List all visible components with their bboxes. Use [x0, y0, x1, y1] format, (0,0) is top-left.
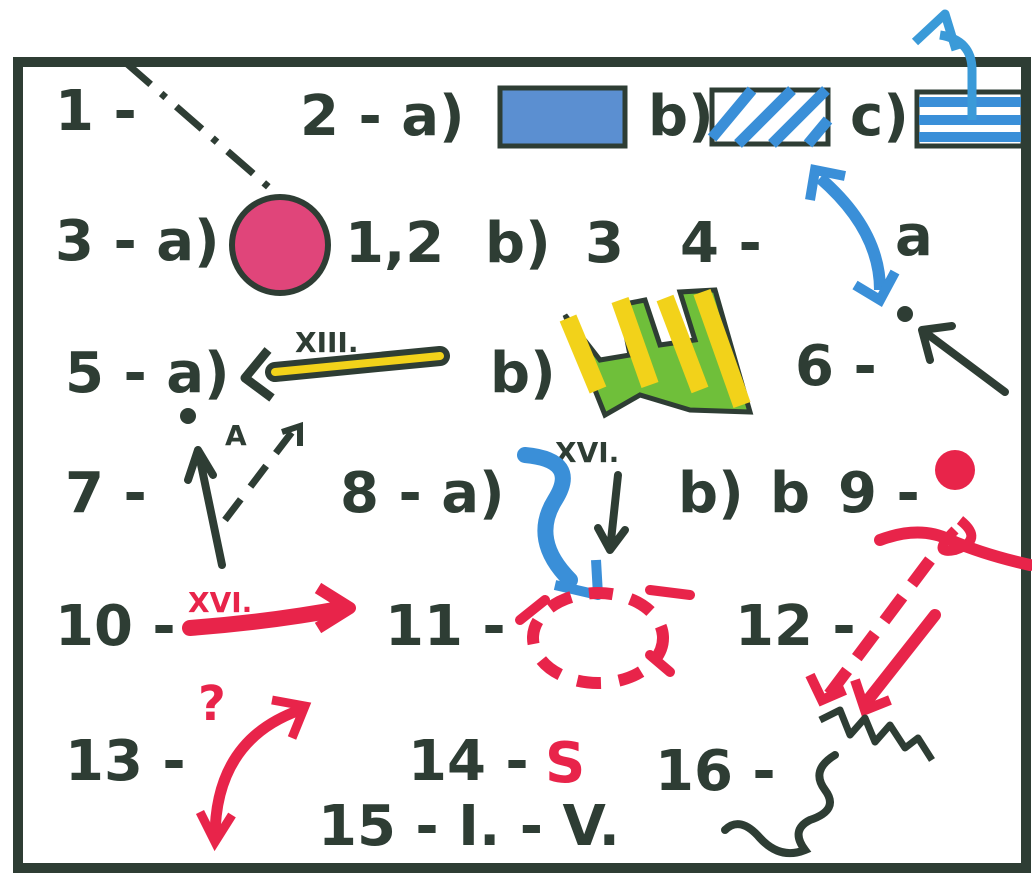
label-8b: b): [678, 461, 744, 526]
red-arrow-diagonal: [868, 615, 935, 700]
label-2b: b): [648, 84, 714, 149]
label-4: 4 -: [680, 211, 762, 276]
label-3b: b): [485, 211, 551, 276]
label-3b-value: 3: [585, 211, 624, 276]
hatched-blue-area-symbol: [712, 90, 828, 144]
blue-wavy-arrow: [525, 455, 570, 580]
red-dashed-encirclement: [533, 593, 663, 683]
pointer-arrow-6: [922, 326, 1005, 392]
label-6: 6 -: [795, 334, 877, 399]
point-dot-7: [180, 408, 196, 424]
label-2c: c): [850, 84, 909, 149]
blue-curved-arrow-head: [915, 14, 956, 50]
label-7-letter: A: [225, 419, 247, 452]
red-circle-symbol: [232, 197, 328, 293]
label-5a: 5 - a): [65, 341, 230, 406]
solid-blue-area-symbol: [500, 88, 625, 146]
point-dot-6: [897, 306, 913, 322]
label-15: 15 - I. - V.: [318, 794, 620, 859]
label-5b: b): [490, 341, 556, 406]
label-8a: 8 - a): [340, 461, 505, 526]
label-7: 7 -: [65, 461, 147, 526]
yellow-green-striped-symbol: [565, 290, 750, 415]
dash-dot-line-symbol: [125, 62, 272, 190]
label-2a: 2 - a): [300, 84, 465, 149]
down-arrow-8: [598, 475, 625, 550]
label-13: 13 -: [65, 729, 186, 794]
label-8b-value: b: [770, 461, 810, 526]
yellow-arrow-symbol: [245, 350, 440, 398]
blue-double-arrow: [820, 178, 880, 290]
label-13-mark: ?: [198, 676, 226, 732]
label-1: 1 -: [55, 79, 137, 144]
label-10-numeral: XVI.: [188, 586, 252, 619]
label-5-numeral: XIII.: [295, 326, 358, 359]
label-16: 16 -: [655, 739, 776, 804]
label-14-mark: S: [545, 731, 585, 796]
label-11: 11 -: [385, 594, 506, 659]
label-4-letter: a: [895, 204, 933, 269]
label-14: 14 -: [408, 729, 529, 794]
label-3a: 3 - a): [55, 209, 220, 274]
label-9: 9 -: [838, 461, 920, 526]
label-3a-value: 1,2: [345, 211, 444, 276]
label-10: 10 -: [55, 594, 176, 659]
direction-arrow-7: [188, 450, 222, 565]
label-12: 12 -: [735, 594, 856, 659]
